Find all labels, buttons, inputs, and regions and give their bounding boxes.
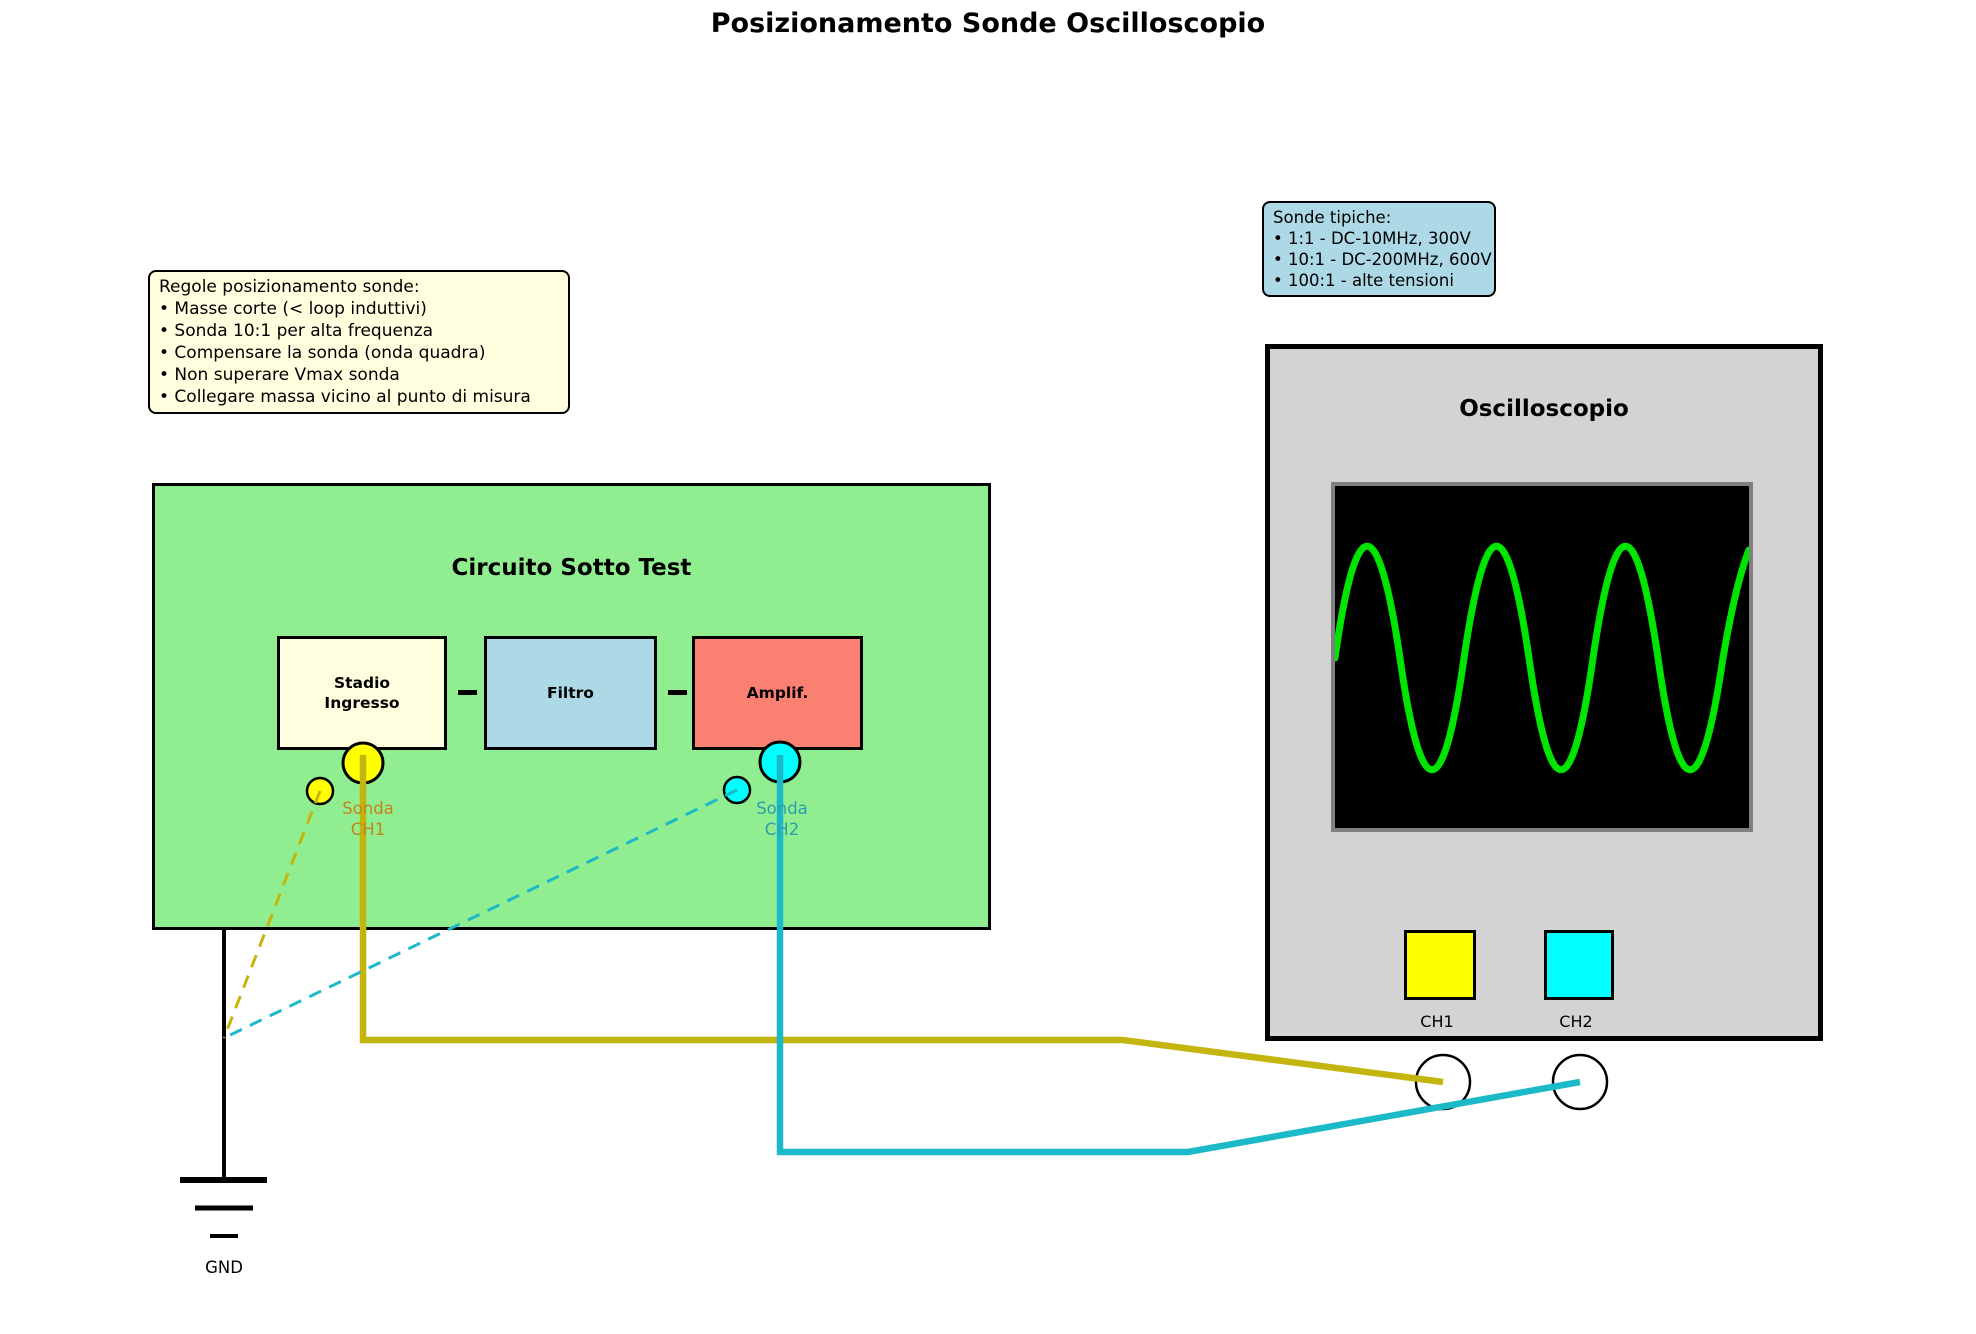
probes-note-item: • 1:1 - DC-10MHz, 300V xyxy=(1273,229,1471,248)
probe-label-line: CH2 xyxy=(764,820,800,839)
block-label-line: Stadio xyxy=(333,674,391,692)
bnc-ch1-connector xyxy=(1414,1053,1472,1111)
ground-label: GND xyxy=(205,1258,243,1277)
block-filtro: Filtro xyxy=(484,636,657,750)
probe-label-line: Sonda xyxy=(342,799,394,818)
circuit-title: Circuito Sotto Test xyxy=(451,555,692,581)
block-amplif: Amplif. xyxy=(692,636,863,750)
rules-note-box: Regole posizionamento sonde: • Masse cor… xyxy=(148,270,570,414)
ch2-color-square xyxy=(1544,930,1614,1000)
ch1-label: CH1 xyxy=(1420,1012,1454,1031)
rules-note-title: Regole posizionamento sonde: xyxy=(159,277,420,297)
ch1-color-square xyxy=(1404,930,1476,1000)
probes-note-item: • 100:1 - alte tensioni xyxy=(1273,271,1454,290)
block-stadio-ingresso: Stadio Ingresso xyxy=(277,636,447,750)
connector-stadio-filtro xyxy=(458,690,477,695)
probe-label-line: CH1 xyxy=(350,820,386,839)
probes-note-item: • 10:1 - DC-200MHz, 600V xyxy=(1273,250,1492,269)
probes-note-title: Sonde tipiche: xyxy=(1273,208,1392,227)
rules-note-item: • Sonda 10:1 per alta frequenza xyxy=(159,321,434,341)
block-label-line: Ingresso xyxy=(324,694,400,712)
connector-filtro-amplif xyxy=(668,690,687,695)
bnc-ch2-connector xyxy=(1551,1053,1609,1111)
ch2-label: CH2 xyxy=(1559,1012,1593,1031)
probe-label-line: Sonda xyxy=(756,799,808,818)
block-label-line: Filtro xyxy=(547,684,594,702)
sine-trace xyxy=(1335,542,1749,774)
oscilloscope-screen xyxy=(1331,482,1753,832)
block-label-line: Amplif. xyxy=(746,684,809,702)
rules-note-item: • Collegare massa vicino al punto di mis… xyxy=(159,387,531,407)
oscilloscope-title: Oscilloscopio xyxy=(1459,396,1629,422)
rules-note-item: • Masse corte (< loop induttivi) xyxy=(159,299,427,319)
page-title: Posizionamento Sonde Oscilloscopio xyxy=(710,8,1266,39)
probes-note-box: Sonde tipiche: • 1:1 - DC-10MHz, 300V • … xyxy=(1262,201,1496,297)
rules-note-item: • Compensare la sonda (onda quadra) xyxy=(159,343,486,363)
rules-note-item: • Non superare Vmax sonda xyxy=(159,365,400,385)
probe-ch2-label: Sonda CH2 xyxy=(734,798,830,840)
probe-ch1-label: Sonda CH1 xyxy=(320,798,416,840)
